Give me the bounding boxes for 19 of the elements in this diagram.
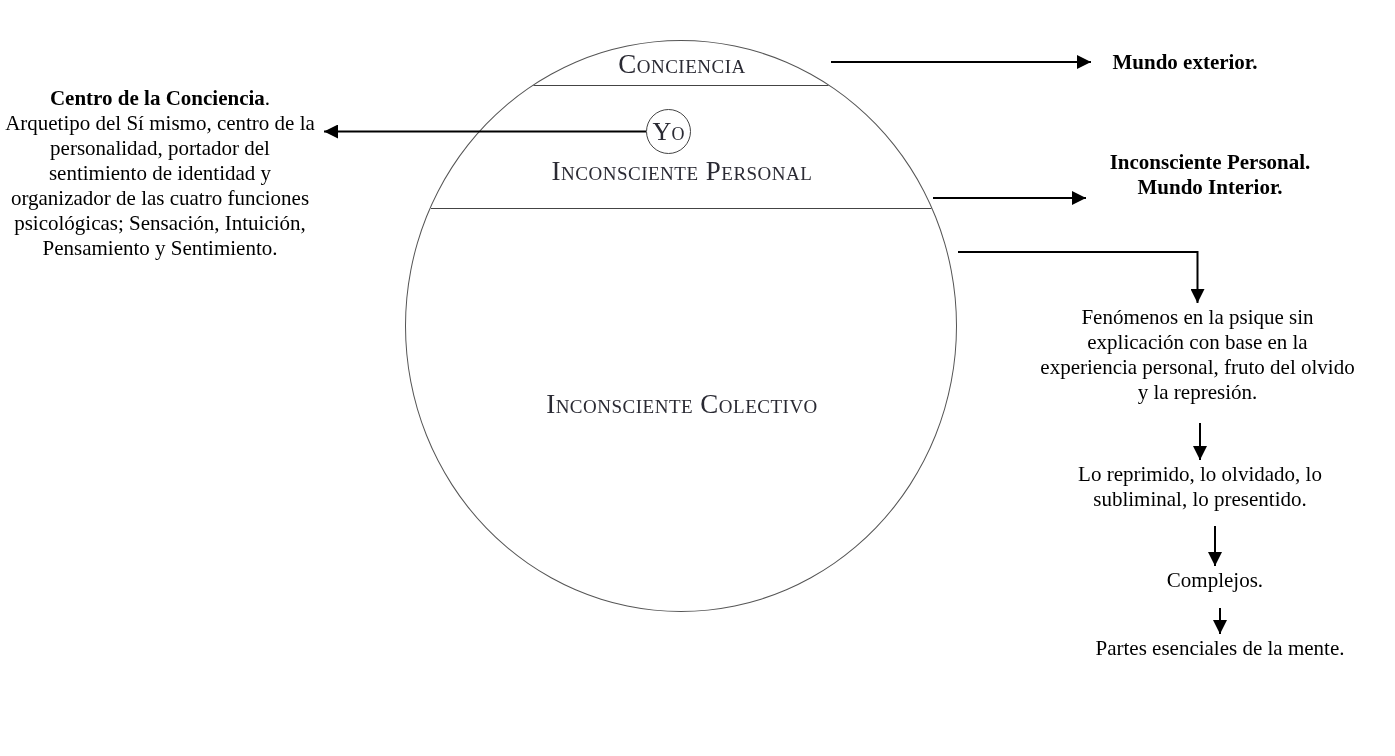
arrow (1213, 607, 1227, 635)
annotation-text: Fenómenos en la psique sin explicación con base en la experiencia personal, fruto del olvido y la represión. (1040, 305, 1355, 415)
annotation-text: Arquetipo del Sí mismo, centro de la personalidad, portador del sentimiento de identidad y organizador de las cuatro funciones psicológicas; Sensación, Intuición, Pensamiento y Sentimiento. (4, 111, 316, 261)
arrow (932, 191, 1087, 205)
band-label: Inconsciente Colectivo (545, 389, 819, 420)
annotation-heading: Centro de la Conciencia. (48, 86, 272, 111)
annotation-text: Complejos. (1150, 568, 1280, 600)
arrow (830, 55, 1092, 69)
annotation-text: Lo reprimido, lo olvidado, lo subliminal, lo presentido. (1045, 462, 1355, 518)
arrow (957, 251, 1205, 304)
arrow (323, 124, 647, 139)
band-label: Conciencia (617, 49, 747, 80)
arrow (1193, 422, 1207, 461)
annotation-text: Partes esenciales de la mente. (1060, 636, 1380, 670)
band-label: Inconsciente Personal (550, 156, 814, 187)
ego-circle: Yo (646, 109, 691, 154)
arrow (1208, 525, 1222, 567)
annotation-text: Mundo exterior. (1095, 50, 1275, 80)
annotation-text: Inconsciente Personal. Mundo Interior. (1090, 150, 1330, 212)
